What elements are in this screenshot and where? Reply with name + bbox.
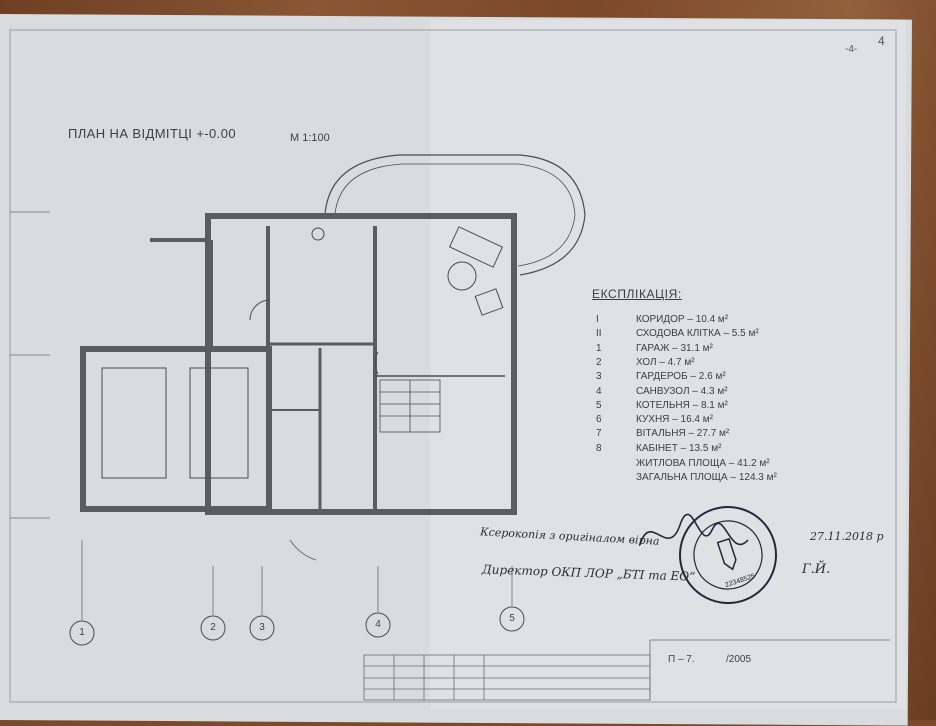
- explication-row: 6 КУХНЯ – 16.4 м²: [596, 414, 713, 425]
- explication-row: І КОРИДОР – 10.4 м²: [596, 314, 728, 325]
- explication-row: ІІ СХОДОВА КЛІТКА – 5.5 м²: [596, 328, 759, 339]
- living-area: ЖИТЛОВА ПЛОЩА – 41.2 м²: [636, 458, 770, 469]
- footer-year: /2005: [726, 654, 752, 665]
- explication-row-number: 4: [596, 385, 602, 397]
- explication-row-number: 2: [596, 356, 602, 368]
- explication-row: 8 КАБІНЕТ – 13.5 м²: [596, 443, 721, 454]
- explication-row: 5 КОТЕЛЬНЯ – 8.1 м²: [596, 400, 728, 411]
- axis-label-1: 1: [79, 627, 85, 638]
- explication-row: 1 ГАРАЖ – 31.1 м²: [596, 343, 713, 354]
- explication-row-text: ВІТАЛЬНЯ – 27.7 м²: [636, 428, 730, 440]
- axis-label-3: 3: [259, 622, 265, 633]
- axis-label-4: 4: [375, 619, 381, 630]
- explication-row-text: ГАРАЖ – 31.1 м²: [636, 342, 713, 354]
- explication-row-text: СХОДОВА КЛІТКА – 5.5 м²: [636, 328, 759, 340]
- axis-label-2: 2: [210, 622, 216, 633]
- explication-row-text: КУХНЯ – 16.4 м²: [636, 414, 713, 426]
- explication-title: ЕКСПЛІКАЦІЯ:: [592, 287, 682, 301]
- drawing-frame: [9, 29, 897, 703]
- explication-row: 3 ГАРДЕРОБ – 2.6 м²: [596, 371, 726, 382]
- explication-row-number: 7: [596, 428, 602, 440]
- explication-row-text: КОРИДОР – 10.4 м²: [636, 314, 729, 325]
- total-area: ЗАГАЛЬНА ПЛОЩА – 124.3 м²: [636, 472, 777, 483]
- bay-window-outline: [324, 154, 586, 276]
- signature-scribble: [639, 513, 749, 546]
- sheet-number: 4: [878, 34, 885, 48]
- explication-row-number: 1: [596, 342, 602, 354]
- certification-date: 27.11.2018 р: [810, 530, 884, 543]
- trident-emblem-icon: [716, 537, 737, 571]
- explication-row: 7 ВІТАЛЬНЯ – 27.7 м²: [596, 428, 729, 439]
- page-mark: -4-: [845, 44, 858, 55]
- explication-row-text: КОТЕЛЬНЯ – 8.1 м²: [636, 399, 728, 411]
- bay-window-inner: [334, 163, 576, 267]
- explication-row-number: 5: [596, 399, 602, 411]
- official-stamp: 22348525: [679, 506, 777, 604]
- explication-row: 4 САНВУЗОЛ – 4.3 м²: [596, 386, 728, 397]
- paper-sheet-overlay: [430, 20, 906, 710]
- explication-row-text: САНВУЗОЛ – 4.3 м²: [636, 385, 728, 397]
- explication-row-number: 6: [596, 414, 602, 426]
- explication-row: 2 ХОЛ – 4.7 м²: [596, 357, 695, 368]
- explication-row-number: 3: [596, 371, 602, 383]
- explication-row-text: ГАРДЕРОБ – 2.6 м²: [636, 371, 726, 383]
- explication-row-number: 8: [596, 442, 602, 454]
- explication-row-text: КАБІНЕТ – 13.5 м²: [636, 442, 722, 454]
- axis-label-5: 5: [509, 613, 515, 624]
- plan-scale: М 1:100: [290, 132, 330, 144]
- explication-row-number: І: [596, 314, 599, 325]
- explication-row-number: ІІ: [596, 328, 602, 340]
- explication-row-text: ХОЛ – 4.7 м²: [636, 356, 695, 368]
- footer-code: П – 7.: [668, 654, 695, 665]
- plan-title: ПЛАН НА ВІДМІТЦІ +-0.00: [68, 126, 236, 141]
- director-name: Г.Й.: [802, 562, 831, 577]
- house-outer-walls: [205, 213, 517, 515]
